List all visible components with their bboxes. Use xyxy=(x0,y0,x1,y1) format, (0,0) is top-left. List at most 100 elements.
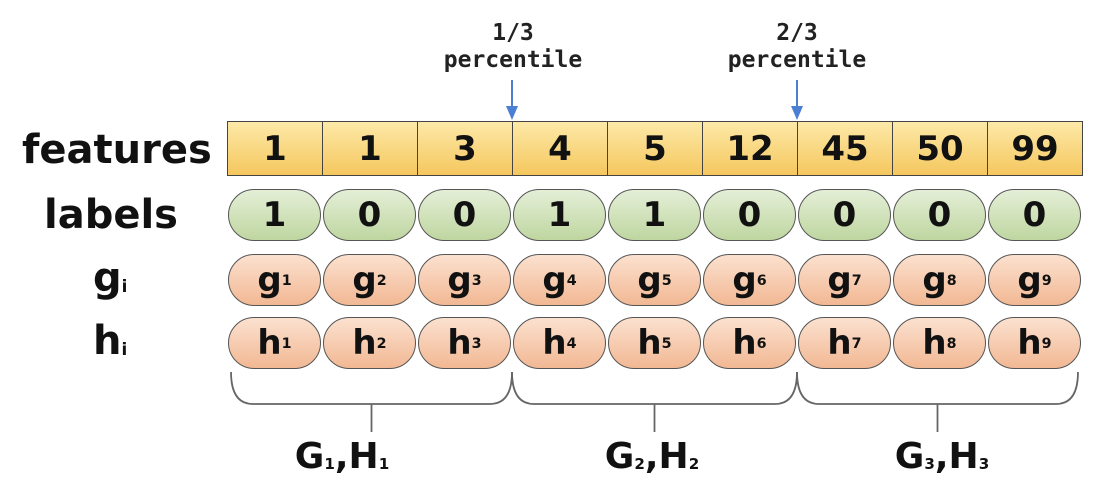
group-brace xyxy=(230,371,513,405)
feature-cell: 12 xyxy=(702,121,798,176)
hessian-symbol: h xyxy=(542,323,567,363)
percentile-marker-1-3: 1/3 percentile xyxy=(443,20,583,74)
h-row-label-main: h xyxy=(93,318,122,364)
group-2-g: G xyxy=(604,436,635,477)
hessian-index: 6 xyxy=(756,335,767,352)
group-1-sep: , xyxy=(334,436,349,477)
group-1-h-sub: 1 xyxy=(378,454,390,473)
hessian-index: 8 xyxy=(946,335,957,352)
features-row-label: features xyxy=(22,127,212,173)
gradient-symbol: g xyxy=(827,260,852,300)
label-pill: 0 xyxy=(418,189,511,241)
group-3-g-sub: 3 xyxy=(924,454,935,473)
group-3-sep: , xyxy=(934,436,949,477)
group-3-h: H xyxy=(948,436,979,477)
gradient-index: 2 xyxy=(376,272,387,289)
feature-cell: 4 xyxy=(512,121,608,176)
hessian-symbol: h xyxy=(447,323,472,363)
g-row-label-sub: i xyxy=(121,275,128,296)
label-pill: 1 xyxy=(608,189,701,241)
g-row-label: gi xyxy=(93,258,127,298)
hessian-index: 7 xyxy=(851,335,862,352)
percentile-text: percentile xyxy=(727,47,867,73)
gradient-index: 5 xyxy=(661,272,672,289)
feature-cell: 50 xyxy=(892,121,988,176)
percentile-marker-2-3: 2/3 percentile xyxy=(727,20,867,74)
feature-cell: 1 xyxy=(322,121,418,176)
gradient-symbol: g xyxy=(352,260,377,300)
gradient-index: 3 xyxy=(471,272,482,289)
gradient-symbol: g xyxy=(257,260,282,300)
feature-cell: 3 xyxy=(417,121,513,176)
label-pill: 0 xyxy=(893,189,986,241)
label-pill: 1 xyxy=(513,189,606,241)
group-brace xyxy=(511,371,798,405)
gradient-index: 1 xyxy=(281,272,292,289)
gradient-index: 4 xyxy=(566,272,577,289)
feature-cell: 45 xyxy=(797,121,893,176)
group-3-h-sub: 3 xyxy=(978,454,990,473)
gradient-symbol: g xyxy=(447,260,472,300)
group-1-g: G xyxy=(294,436,325,477)
hessian-symbol: h xyxy=(352,323,377,363)
gradient-symbol: g xyxy=(1017,260,1042,300)
group-2-g-sub: 2 xyxy=(634,454,645,473)
label-pill: 0 xyxy=(323,189,416,241)
gradient-index: 9 xyxy=(1041,272,1052,289)
group-1-g-sub: 1 xyxy=(324,454,335,473)
label-pill: 0 xyxy=(703,189,796,241)
hessian-symbol: h xyxy=(732,323,757,363)
percentile-fraction: 1/3 xyxy=(492,20,534,46)
hessian-index: 2 xyxy=(376,335,387,352)
hessian-index: 4 xyxy=(566,335,577,352)
hessian-index: 1 xyxy=(281,335,292,352)
percentile-arrow-head xyxy=(791,106,803,120)
percentile-arrow-head xyxy=(506,106,518,120)
feature-cell: 5 xyxy=(607,121,703,176)
hessian-index: 9 xyxy=(1041,335,1052,352)
labels-row-label: labels xyxy=(44,192,178,238)
group-2-sep: , xyxy=(644,436,659,477)
hessian-symbol: h xyxy=(257,323,282,363)
label-pill: 1 xyxy=(228,189,321,241)
group-brace xyxy=(796,371,1079,405)
feature-cell: 99 xyxy=(987,121,1083,176)
percentile-text: percentile xyxy=(443,47,583,73)
hessian-symbol: h xyxy=(827,323,852,363)
group-3-g: G xyxy=(894,436,925,477)
group-label-1: G1,H1 xyxy=(242,436,442,477)
group-1-h: H xyxy=(348,436,379,477)
label-pill: 0 xyxy=(798,189,891,241)
percentile-fraction: 2/3 xyxy=(776,20,818,46)
gradient-index: 6 xyxy=(756,272,767,289)
hessian-symbol: h xyxy=(922,323,947,363)
hessian-symbol: h xyxy=(1017,323,1042,363)
group-2-h-sub: 2 xyxy=(688,454,700,473)
group-label-2: G2,H2 xyxy=(552,436,752,477)
gradient-index: 8 xyxy=(946,272,957,289)
hessian-symbol: h xyxy=(637,323,662,363)
gradient-symbol: g xyxy=(922,260,947,300)
gradient-symbol: g xyxy=(542,260,567,300)
gradient-symbol: g xyxy=(637,260,662,300)
gradient-index: 7 xyxy=(851,272,862,289)
hessian-index: 5 xyxy=(661,335,672,352)
h-row-label-sub: i xyxy=(121,338,128,359)
label-pill: 0 xyxy=(988,189,1081,241)
